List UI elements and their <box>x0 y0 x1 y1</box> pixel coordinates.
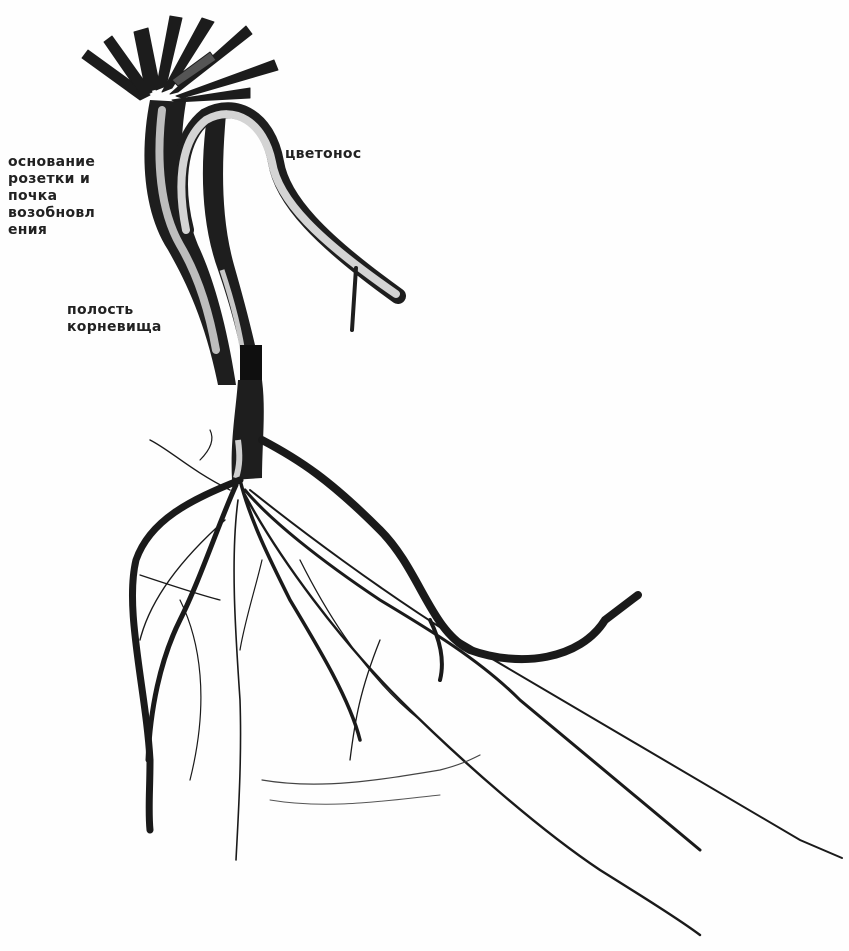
rosette-base-label-line: основание <box>8 154 95 171</box>
rhizome-neck <box>232 380 264 480</box>
rosette-base-label-line: почка <box>8 188 95 205</box>
rhizome-cavity-label-line: полость <box>67 302 162 319</box>
rosette-base-label: основание розетки и почка возобновл ения <box>8 154 95 239</box>
rosette-base-label-line: розетки и <box>8 171 95 188</box>
peduncle-label: цветонос <box>285 146 361 163</box>
rhizome-body <box>144 100 262 385</box>
rhizome-cavity-label: полость корневища <box>67 302 162 336</box>
rosette-base-label-line: возобновл <box>8 205 95 222</box>
roots <box>132 430 842 935</box>
rhizome-cavity-label-line: корневища <box>67 319 162 336</box>
rosette-leaves <box>82 16 278 102</box>
rosette-base-label-line: ения <box>8 222 95 239</box>
